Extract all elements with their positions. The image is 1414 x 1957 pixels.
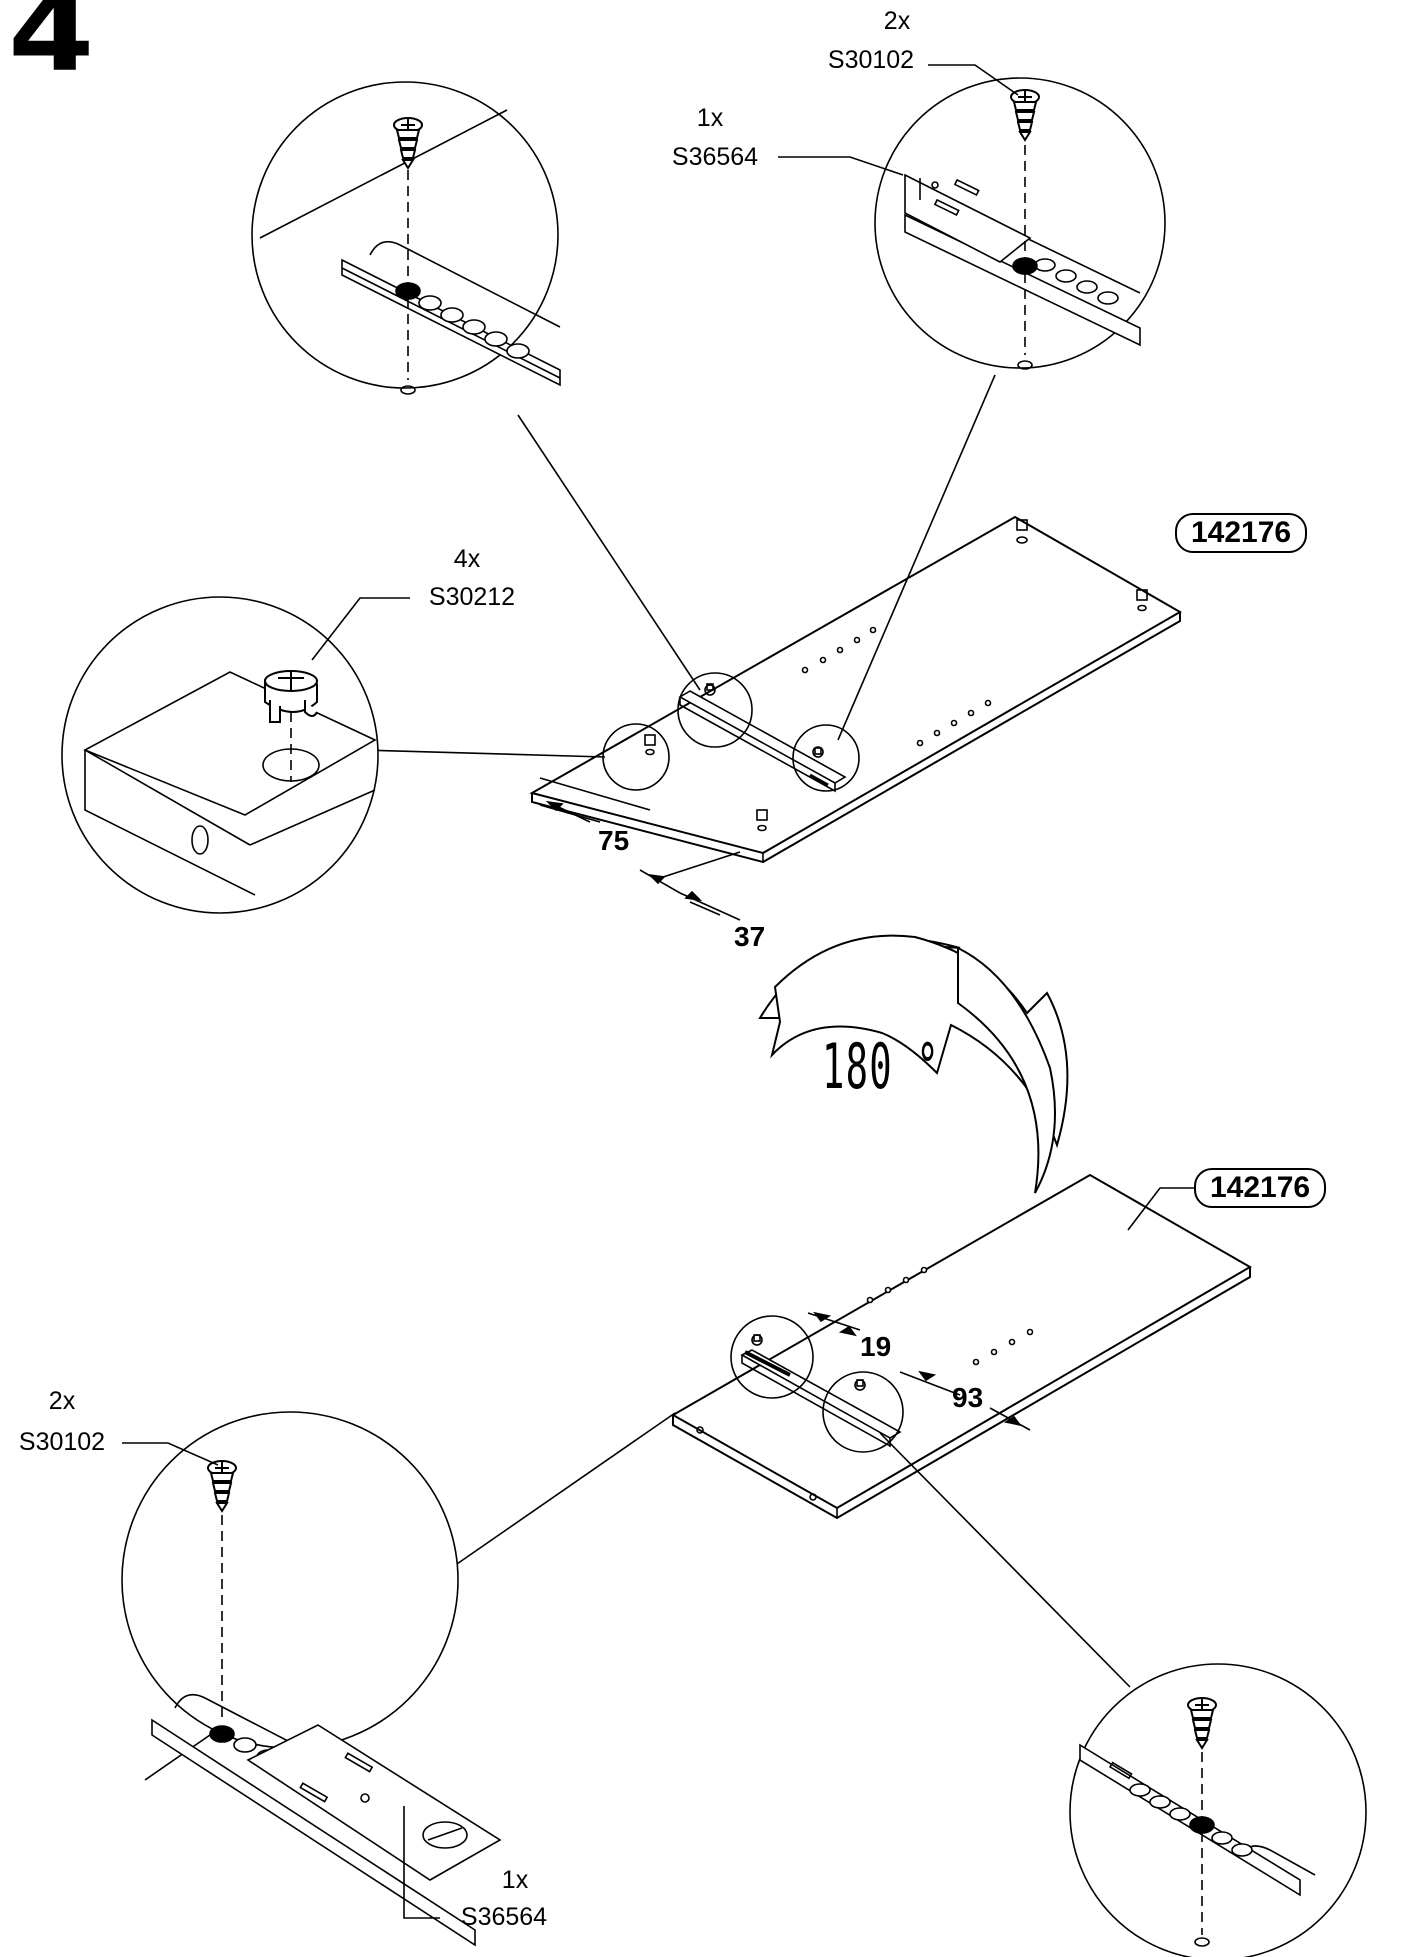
top-right-screw-code: S30102 — [827, 46, 915, 74]
rotation-arrow — [758, 934, 1069, 1194]
part-number-bottom: 142176 — [1194, 1168, 1327, 1208]
bottom-rail-qty: 1x — [501, 1866, 529, 1894]
top-panel — [529, 515, 1183, 921]
detail-circle-bottom-left — [121, 1411, 502, 1947]
dimension-19: 19 — [860, 1331, 892, 1362]
top-rail-qty: 1x — [696, 104, 724, 132]
part-number-top: 142176 — [1175, 513, 1308, 553]
rotation-label: 180 ° — [822, 1030, 940, 1103]
bottom-panel — [670, 1173, 1252, 1520]
detail-circle-top-left — [251, 81, 561, 395]
cam-code: S30212 — [428, 583, 516, 611]
bottom-left-screw-qty: 2x — [48, 1387, 76, 1415]
top-rail-code: S36564 — [671, 143, 759, 171]
dimension-93: 93 — [952, 1382, 984, 1413]
cam-qty: 4x — [453, 545, 481, 573]
detail-circle-cam — [61, 596, 379, 914]
bottom-rail-code: S36564 — [460, 1903, 548, 1931]
top-right-screw-qty: 2x — [883, 7, 911, 35]
dimension-37: 37 — [734, 921, 766, 952]
detail-circle-top-right — [874, 77, 1166, 370]
detail-circle-bottom-right — [1069, 1663, 1367, 1957]
bottom-left-screw-code: S30102 — [18, 1428, 106, 1456]
dimension-75: 75 — [598, 825, 630, 856]
step-number: 4 — [8, 0, 95, 96]
